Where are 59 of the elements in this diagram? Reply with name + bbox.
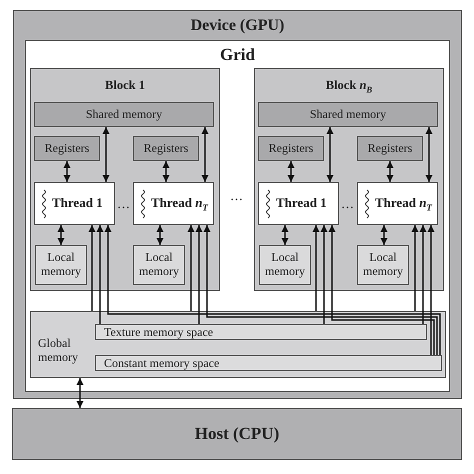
memory-space-bar xyxy=(95,355,442,371)
arrow xyxy=(188,225,194,311)
memory-space-bar xyxy=(95,324,427,340)
arrow xyxy=(412,225,418,311)
ellipsis: … xyxy=(230,188,243,204)
memory-box: Shared memory xyxy=(258,102,438,127)
ellipsis: … xyxy=(117,196,130,212)
arrow xyxy=(162,161,170,182)
panel-title: Block n$_{B}$ xyxy=(324,78,374,94)
thread-label: Thread n$_{T}$ xyxy=(375,195,432,213)
arrow xyxy=(104,225,441,355)
arrow xyxy=(202,127,208,182)
thread-box xyxy=(258,182,339,225)
memory-box: Registers xyxy=(133,136,199,161)
block-panel xyxy=(30,68,220,291)
thread-label: Thread 1 xyxy=(276,195,327,211)
arrow xyxy=(156,225,164,245)
arrow xyxy=(102,127,110,182)
memory-box: Local memory xyxy=(357,245,409,285)
memory-box: Local memory xyxy=(133,245,185,285)
arrow xyxy=(196,225,202,324)
arrow xyxy=(76,378,84,408)
ellipsis: … xyxy=(341,196,354,212)
arrow xyxy=(58,225,64,245)
arrow xyxy=(380,225,388,245)
thread-box xyxy=(357,182,438,225)
arrow xyxy=(386,161,394,182)
memory-box: Registers xyxy=(258,136,324,161)
panel-label: Global memory xyxy=(38,336,79,365)
arrow xyxy=(428,225,434,355)
bar-label: Texture memory space xyxy=(104,325,214,340)
panel-title: Grid xyxy=(219,45,256,65)
memory-box: Local memory xyxy=(259,245,311,285)
global-memory-panel xyxy=(30,311,446,378)
memory-box: Registers xyxy=(34,136,100,161)
arrow xyxy=(328,225,435,355)
memory-box: Shared memory xyxy=(34,102,214,127)
memory-box: Local memory xyxy=(35,245,87,285)
arrow xyxy=(312,225,320,311)
panel-title: Device (GPU) xyxy=(190,17,286,35)
arrow xyxy=(426,127,432,182)
arrow xyxy=(320,225,328,324)
bar-label: Constant memory space xyxy=(104,356,220,371)
panel-title: Block 1 xyxy=(104,78,146,93)
thread-label: Thread 1 xyxy=(52,195,103,211)
block-panel xyxy=(254,68,444,291)
arrow xyxy=(326,127,334,182)
arrow xyxy=(64,161,70,182)
thread-box xyxy=(133,182,214,225)
host-panel: Host (CPU) xyxy=(12,408,462,460)
arrow xyxy=(204,225,438,355)
thread-box xyxy=(34,182,115,225)
thread-label: Thread n$_{T}$ xyxy=(151,195,208,213)
arrow xyxy=(288,161,294,182)
arrow xyxy=(96,225,104,324)
memory-box: Registers xyxy=(357,136,423,161)
arrow xyxy=(420,225,426,324)
arrow xyxy=(282,225,288,245)
arrow xyxy=(88,225,96,311)
